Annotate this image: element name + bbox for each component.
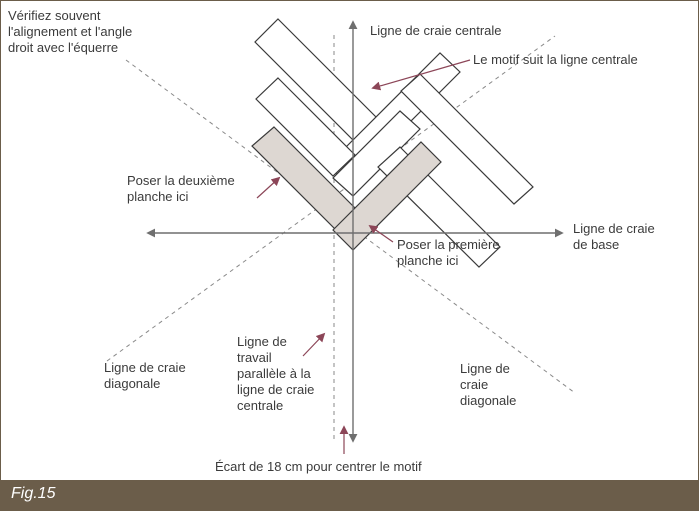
pointer-arrow-second-board [256,176,281,199]
figure-caption-bar: Fig.15 [1,480,698,510]
pointer-arrow-working-line [302,332,326,357]
board-upper-left [255,77,356,177]
label-diagonal-right: Ligne de craie diagonale [460,361,517,408]
pointer-arrows [256,59,471,454]
figure-number: Fig.15 [11,485,56,502]
pointer-arrow-pattern [371,59,471,91]
label-pattern-follows: Le motif suit la ligne centrale [473,52,638,67]
label-offset: Écart de 18 cm pour centrer le motif [215,459,422,474]
label-center-chalk-line: Ligne de craie centrale [370,23,502,38]
diagonal-chalk-line-right [125,59,576,394]
label-working-line: Ligne de travail parallèle à la ligne de… [237,334,315,413]
herringbone-diagram [106,18,576,454]
board-right-upper [400,73,534,205]
label-second-board: Poser la deuxième planche ici [127,173,235,204]
label-diagonal-left: Ligne de craie diagonale [104,360,186,391]
label-check-alignment: Vérifiez souvent l'alignement et l'angle… [8,8,133,55]
label-base-chalk-line: Ligne de craie de base [573,221,655,252]
pointer-arrow-first-board [368,224,394,243]
first-board-shaded [332,141,442,251]
label-first-board: Poser la première planche ici [397,237,500,268]
